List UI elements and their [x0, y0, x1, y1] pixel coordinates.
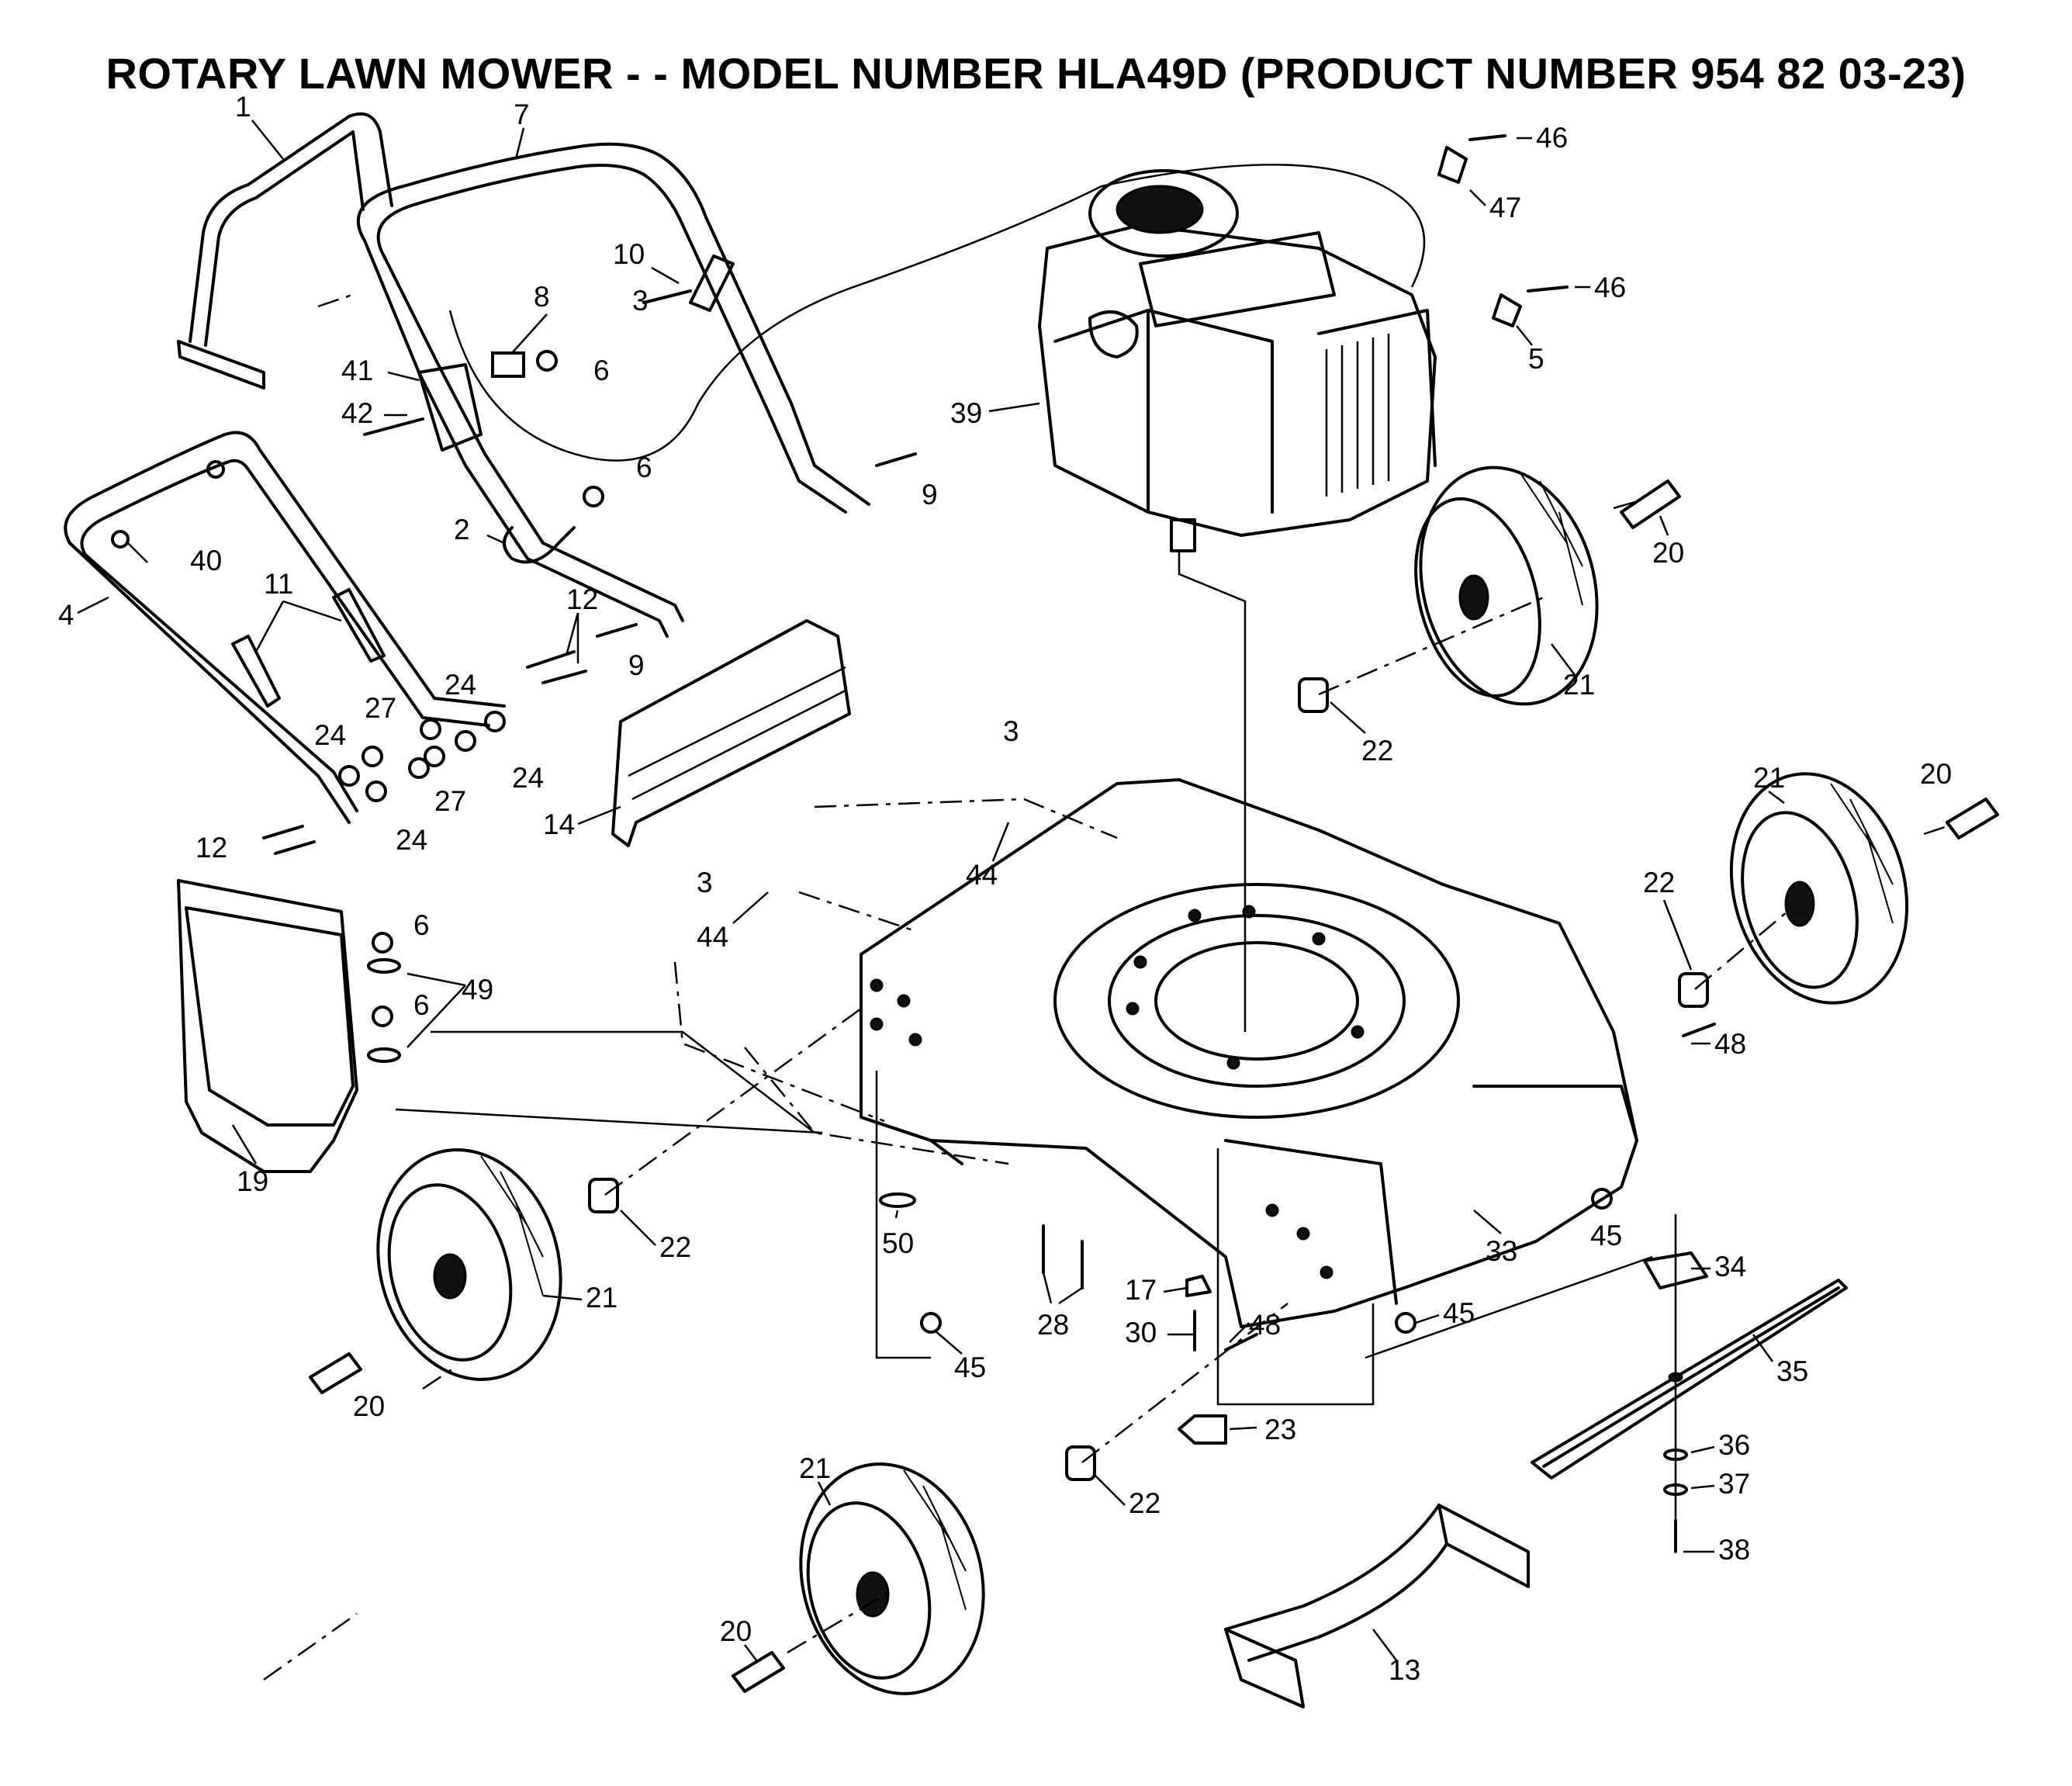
- callout: 33: [1486, 1235, 1517, 1267]
- callout: 22: [1129, 1487, 1161, 1519]
- callout: 6: [636, 452, 652, 483]
- callout: 36: [1718, 1429, 1750, 1461]
- callout: 19: [237, 1165, 268, 1197]
- callout: 12: [195, 832, 227, 864]
- page-title: ROTARY LAWN MOWER - - MODEL NUMBER HLA49…: [106, 49, 1966, 98]
- callout: 10: [613, 238, 645, 270]
- callout: 24: [396, 824, 427, 856]
- callout: 22: [659, 1231, 691, 1263]
- callout-leaders: [77, 119, 1785, 1661]
- callout: 22: [1643, 867, 1675, 898]
- control-cable: [448, 164, 1426, 462]
- callout: 20: [1652, 537, 1684, 569]
- alignment-lines: [263, 292, 1948, 1681]
- callout: 6: [413, 989, 430, 1021]
- callout: 4: [58, 599, 74, 631]
- handle-hardware: [111, 254, 917, 855]
- wheel: [799, 1462, 985, 1695]
- callout: 50: [882, 1227, 914, 1259]
- callout: 47: [1489, 192, 1521, 223]
- engine: [1038, 169, 1437, 552]
- callout: 44: [966, 859, 998, 891]
- axle-bolt: [1946, 798, 1999, 839]
- callout: 41: [341, 355, 373, 386]
- callout: 21: [586, 1282, 617, 1314]
- callout: 24: [512, 762, 544, 794]
- callout: 42: [341, 397, 373, 429]
- spacer: [588, 1178, 619, 1213]
- callout: 23: [1264, 1414, 1296, 1445]
- wheel: [376, 1148, 562, 1381]
- callout: 28: [1037, 1309, 1069, 1341]
- callout: 49: [462, 974, 493, 1005]
- callout: 17: [1125, 1274, 1157, 1306]
- callout: 48: [1714, 1028, 1746, 1060]
- callout: 1: [235, 91, 251, 123]
- callout: 21: [799, 1452, 831, 1484]
- deck-reference-lines: [395, 1030, 1653, 1406]
- spacer: [1065, 1445, 1096, 1481]
- callout: 20: [720, 1615, 752, 1647]
- callout: 6: [593, 355, 610, 386]
- callout: 35: [1776, 1355, 1808, 1387]
- callout: 48: [1249, 1309, 1281, 1341]
- callout: 34: [1714, 1251, 1746, 1282]
- callout: 8: [534, 281, 550, 313]
- callout: 20: [353, 1390, 385, 1422]
- deflector-bracket: [1224, 1504, 1530, 1708]
- callout: 45: [954, 1352, 986, 1383]
- callout: 46: [1536, 122, 1568, 154]
- callout: 3: [697, 867, 713, 898]
- blade: [1531, 1251, 1848, 1553]
- axle-bolt: [1620, 479, 1681, 529]
- axle-bolt: [732, 1651, 785, 1693]
- engine-shaft-line: [1178, 551, 1247, 1032]
- callout: 12: [566, 583, 598, 615]
- callout: 20: [1920, 758, 1952, 790]
- spacer: [1298, 677, 1329, 713]
- callout: 7: [514, 99, 530, 130]
- wheel: [1729, 772, 1909, 1005]
- callout: 21: [1753, 762, 1785, 794]
- upper-handle: [177, 112, 870, 638]
- mower-deck: [860, 778, 1638, 1328]
- callout: 37: [1718, 1468, 1750, 1500]
- lower-handle: [64, 431, 506, 824]
- callout: 9: [922, 479, 938, 511]
- callout: 3: [632, 285, 649, 317]
- spacer: [1678, 972, 1709, 1008]
- callout: 24: [444, 669, 476, 701]
- screw: [1468, 134, 1506, 141]
- callout: 27: [365, 692, 396, 724]
- rear-flap: [611, 619, 851, 847]
- cable-clip: [1492, 293, 1522, 327]
- callout: 45: [1443, 1297, 1475, 1329]
- callout: 2: [454, 514, 470, 545]
- callout: 14: [543, 808, 575, 840]
- axle-bolt: [309, 1352, 362, 1394]
- callout: 39: [950, 397, 982, 429]
- callout: 11: [264, 568, 293, 600]
- callout: 24: [314, 719, 346, 751]
- callout: 45: [1590, 1220, 1622, 1251]
- callout: 27: [434, 785, 466, 817]
- screw: [1527, 286, 1569, 292]
- grass-deflector: [177, 879, 401, 1173]
- callout: 9: [628, 649, 645, 681]
- callout: 3: [1003, 715, 1019, 747]
- callout: 38: [1718, 1534, 1750, 1566]
- callout: 21: [1563, 669, 1595, 701]
- callout: 30: [1125, 1317, 1157, 1348]
- callout-labels: 1 7 10 3 8 6 41 42 2 6 40 11 12 9 24 27 …: [58, 91, 1952, 1686]
- callout: 13: [1389, 1654, 1420, 1686]
- callout: 40: [190, 545, 222, 576]
- callout: 6: [413, 909, 430, 941]
- callout: 46: [1594, 272, 1626, 303]
- callout: 22: [1361, 735, 1393, 767]
- callout: 44: [697, 921, 728, 953]
- callout: 5: [1528, 343, 1544, 375]
- cable-clip: [1437, 146, 1468, 184]
